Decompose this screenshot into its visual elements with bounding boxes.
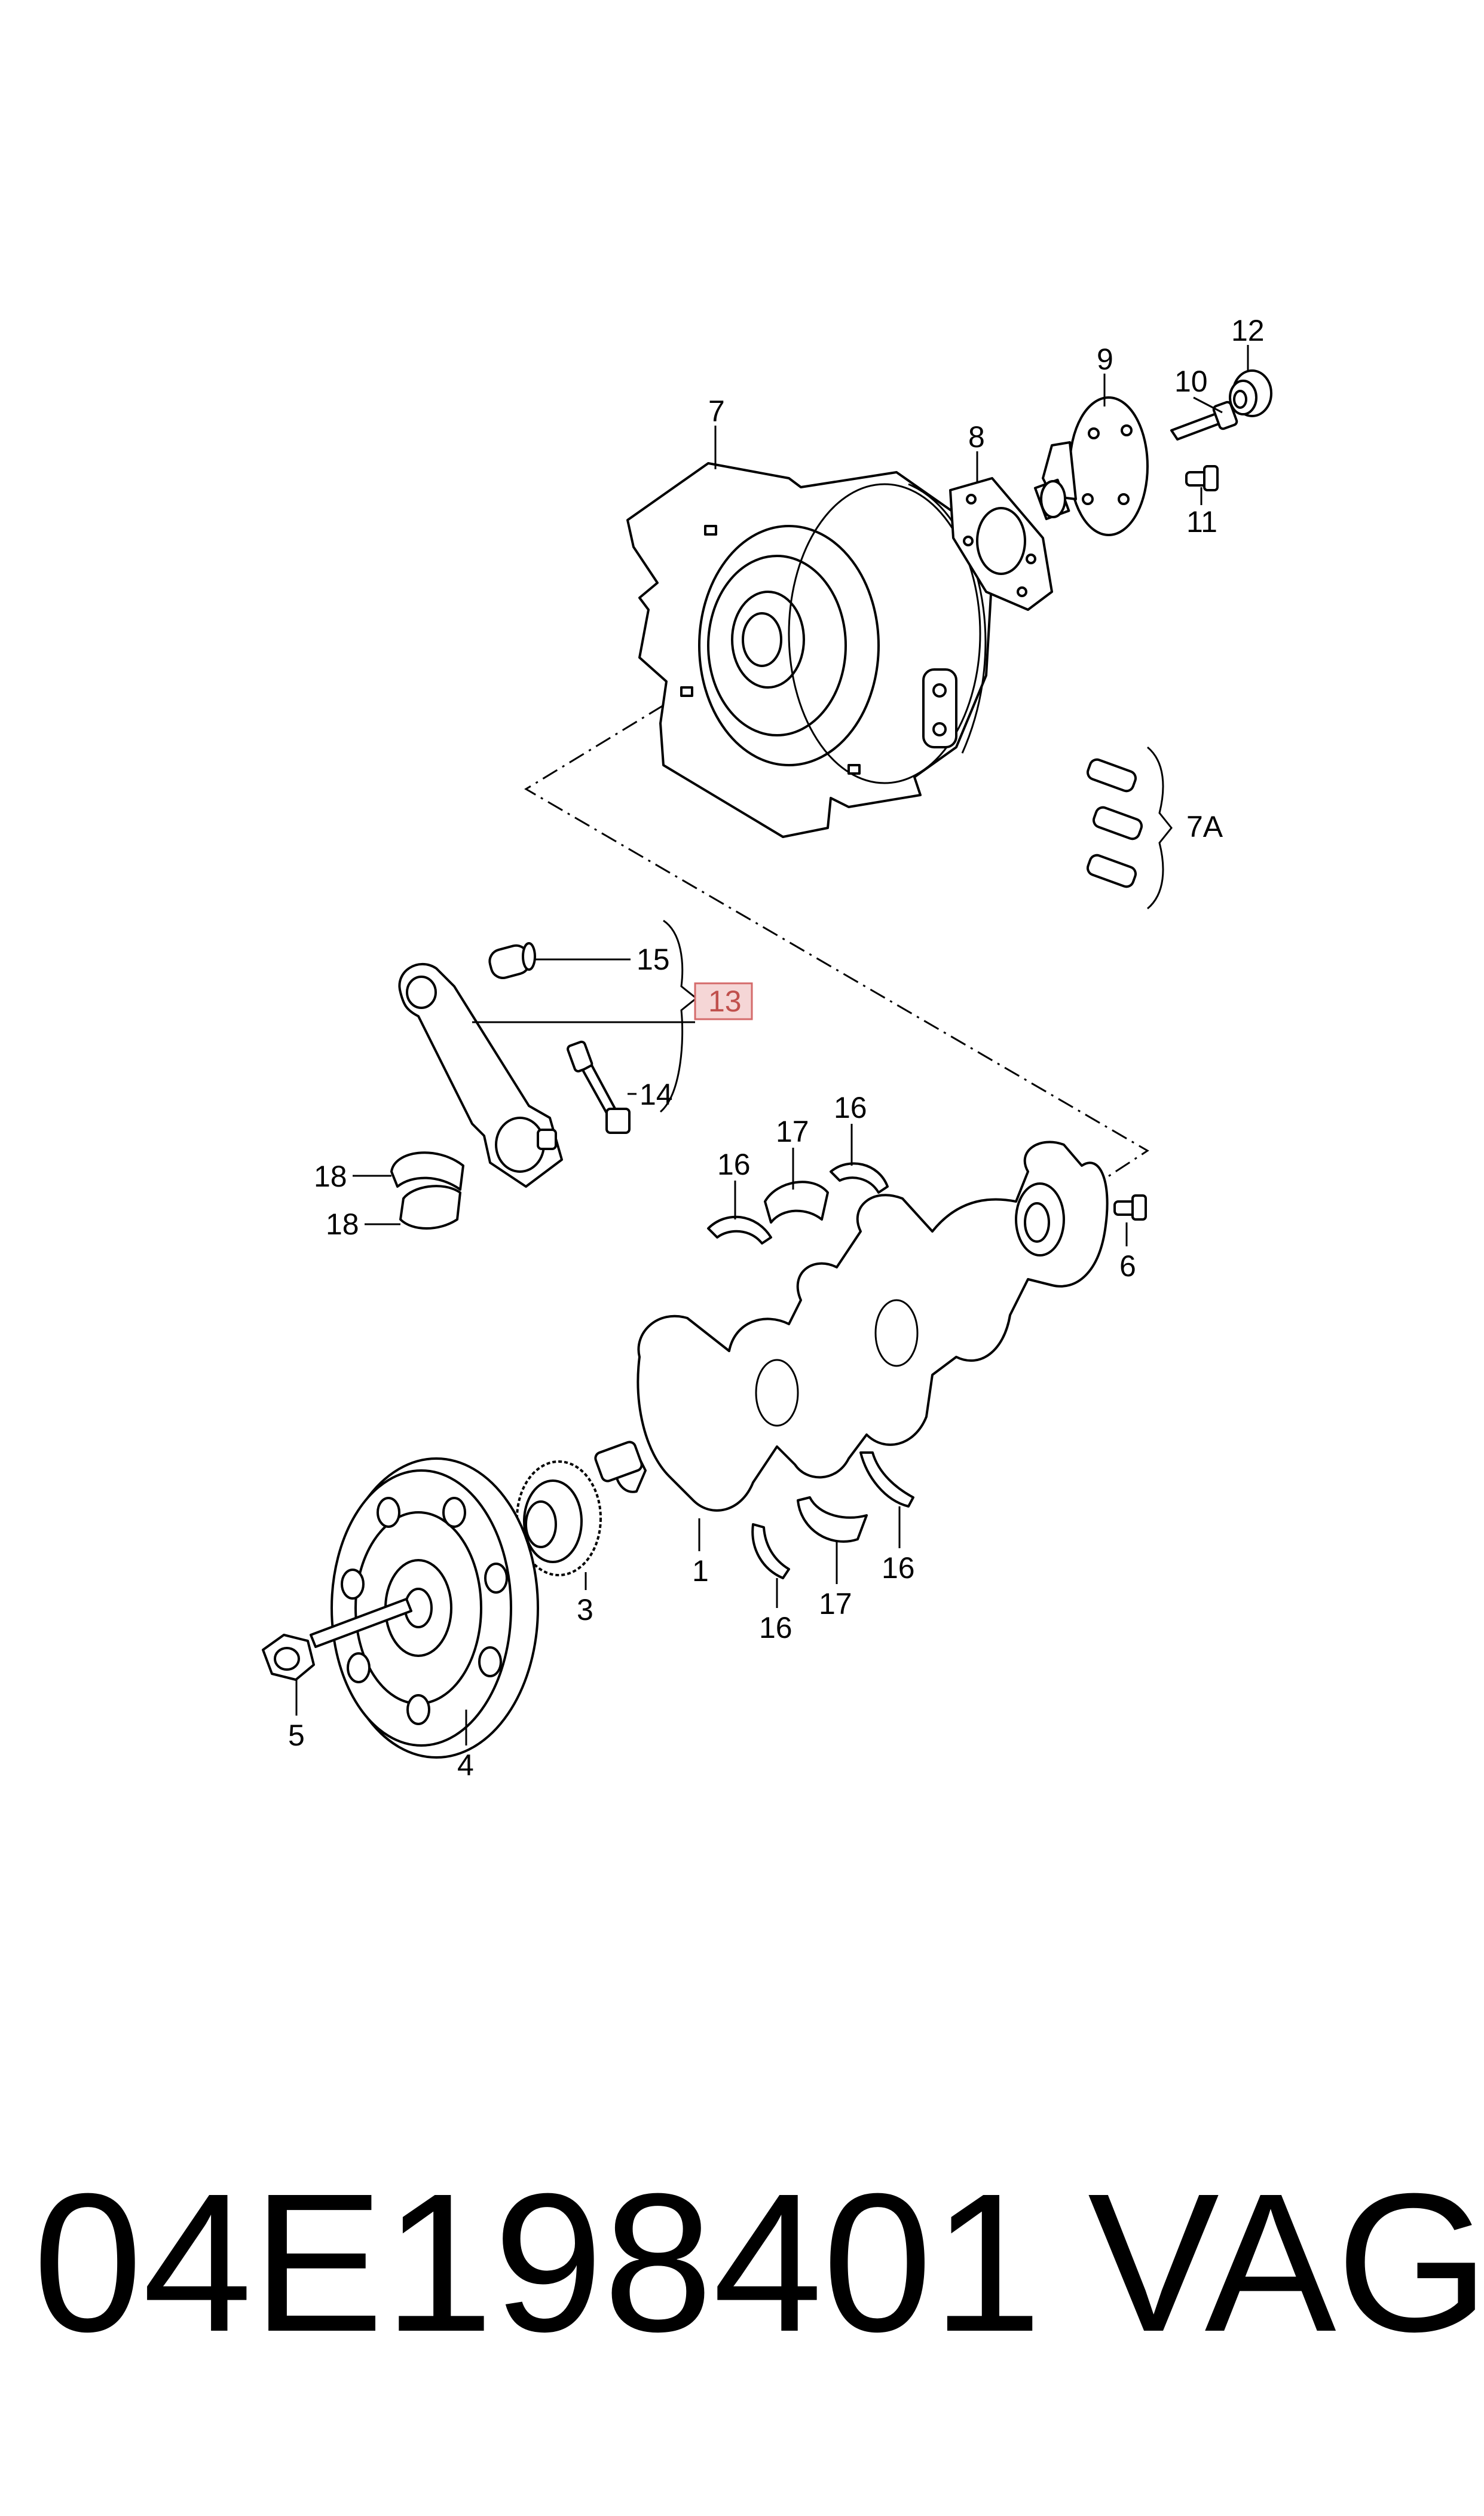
callout-10: 10 [1174, 365, 1208, 398]
bolt-10[interactable] [1170, 401, 1238, 441]
bolt-11[interactable] [1185, 465, 1219, 491]
callout-17-upper: 17 [776, 1115, 809, 1148]
callout-16-upper-right: 16 [834, 1091, 867, 1124]
bushing-15[interactable] [487, 942, 536, 980]
conrod-bearing-shell-lower[interactable] [399, 1185, 461, 1230]
callout-7a: 7A [1186, 810, 1223, 843]
callout-18-lower: 18 [326, 1207, 359, 1241]
callout-16-lower-right: 16 [882, 1551, 915, 1585]
brand-name: VAG [1088, 2152, 1484, 2373]
callout-7: 7 [708, 395, 725, 428]
part-number: 04E198401 [33, 2152, 1042, 2373]
timing-sprocket[interactable] [516, 1460, 602, 1576]
bearing-shell-17-lower[interactable] [797, 1496, 868, 1543]
gasket[interactable] [949, 477, 1053, 611]
callout-5: 5 [288, 1719, 305, 1752]
callout-12: 12 [1231, 314, 1265, 347]
callout-16-lower-left: 16 [759, 1611, 793, 1644]
callout-18-upper: 18 [314, 1160, 347, 1193]
conrod-bearing-shell-upper[interactable] [390, 1151, 464, 1191]
bolt-6[interactable] [1113, 1194, 1147, 1221]
callout-1: 1 [692, 1554, 709, 1588]
callout-4: 4 [457, 1748, 474, 1782]
bearing-shell-17-upper[interactable] [764, 1181, 829, 1224]
callout-11: 11 [1186, 505, 1217, 539]
callout-17-lower: 17 [819, 1587, 852, 1621]
callout-16-upper-left: 16 [717, 1148, 751, 1181]
vibration-damper-pulley[interactable] [331, 1457, 539, 1759]
cap-nut-12[interactable] [1229, 369, 1272, 417]
drive-flange[interactable] [1033, 396, 1149, 536]
connecting-rod[interactable] [398, 962, 563, 1188]
callout-13[interactable]: 13 [708, 985, 742, 1018]
callout-labels: 7 8 9 10 11 12 7A 15 13 14 18 18 16 17 1… [288, 314, 1265, 1782]
callout-14: 14 [640, 1078, 673, 1111]
callout-9: 9 [1097, 343, 1113, 376]
leader-lines [295, 345, 1249, 1745]
flywheel-assembly[interactable] [626, 462, 993, 838]
callout-8: 8 [968, 420, 985, 454]
callout-13-highlight[interactable] [694, 982, 753, 1020]
bracket-13 [660, 919, 698, 1113]
assembly-centerline [524, 704, 1149, 1203]
crankshaft[interactable] [594, 1141, 1109, 1512]
callout-6: 6 [1119, 1249, 1136, 1283]
bracket-7a [1147, 746, 1173, 910]
callout-3: 3 [577, 1593, 593, 1627]
thrust-washer-16-lower-right[interactable] [859, 1451, 914, 1508]
thrust-washer-16-upper-left[interactable] [707, 1215, 772, 1245]
thrust-washer-16-upper-right[interactable] [830, 1162, 889, 1194]
callout-15: 15 [637, 943, 670, 976]
flywheel-bolts-7a[interactable] [1086, 757, 1144, 888]
conrod-bolt-14[interactable] [567, 1040, 631, 1134]
damper-bolt[interactable] [262, 1598, 412, 1681]
thrust-washer-16-lower-left[interactable] [751, 1523, 790, 1579]
